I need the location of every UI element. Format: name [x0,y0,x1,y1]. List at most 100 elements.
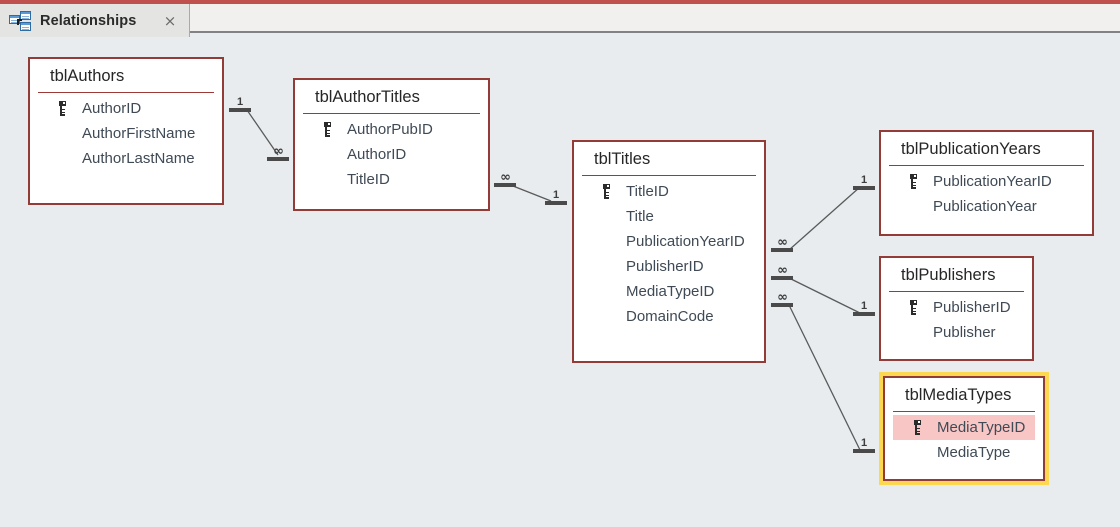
cardinality-label: 1 [552,189,560,201]
table-field[interactable]: MediaTypeID [574,279,764,304]
cardinality-label: ∞ [777,263,788,278]
cardinality-label: ∞ [273,144,284,159]
primary-key-icon [323,122,332,137]
cardinality-one-marker: 1 [229,97,251,112]
tab-label: Relationships [40,12,137,29]
table-field-label: AuthorLastName [82,150,195,167]
tab-relationships[interactable]: Relationships × [0,4,190,37]
table-field-label: MediaType [937,444,1011,461]
top-accent-bar [0,0,1120,4]
table-field-label: AuthorID [82,100,142,117]
table-field-list: PublicationYearID PublicationYear [881,166,1092,219]
primary-key-icon [909,300,918,315]
table-title: tblPublicationYears [901,140,1041,158]
table-field[interactable]: PublisherID [881,295,1032,320]
cardinality-many-marker: ∞ [494,171,516,187]
cardinality-stub [267,157,289,161]
cardinality-stub [771,303,793,307]
table-header-divider [303,113,480,114]
table-title: tblPublishers [901,266,996,284]
table-field[interactable]: DomainCode [574,304,764,329]
table-field[interactable]: AuthorID [295,142,488,167]
cardinality-many-marker: ∞ [771,263,793,280]
table-field[interactable]: PublicationYear [881,194,1092,219]
table-field[interactable]: TitleID [574,179,764,204]
table-field[interactable]: PublisherID [574,254,764,279]
close-icon[interactable]: × [163,11,177,30]
table-field-label: PublisherID [626,258,704,275]
cardinality-label: 1 [236,96,244,108]
cardinality-stub [771,248,793,252]
table-field[interactable]: Title [574,204,764,229]
table-field-label: Publisher [933,324,996,341]
table-title: tblMediaTypes [905,386,1012,404]
relationships-icon [9,10,31,31]
cardinality-stub [545,201,567,205]
table-field[interactable]: PublicationYearID [574,229,764,254]
table-field[interactable]: AuthorID [30,96,222,121]
primary-key-icon [602,184,611,199]
cardinality-stub [853,449,875,453]
table-field-list: PublisherID Publisher [881,292,1032,345]
primary-key-icon [909,174,918,189]
table-field-label: TitleID [626,183,669,200]
table-field[interactable]: AuthorPubID [295,117,488,142]
table-field[interactable]: MediaType [885,440,1043,465]
table-field[interactable]: AuthorFirstName [30,121,222,146]
relationship-line[interactable] [788,277,861,314]
table-header-divider [889,165,1084,166]
cardinality-many-marker: ∞ [267,144,289,161]
table-field-label: PublisherID [933,299,1011,316]
table-field[interactable]: PublicationYearID [881,169,1092,194]
table-field-label: PublicationYearID [626,233,745,250]
table-field-list: MediaTypeID MediaType [885,412,1043,465]
cardinality-label: ∞ [777,290,788,305]
tab-strip: Relationships × [0,4,1120,37]
cardinality-label: ∞ [777,235,788,250]
cardinality-many-marker: ∞ [771,290,793,307]
cardinality-one-marker: 1 [853,438,875,453]
cardinality-stub [229,108,251,112]
table-field-label: MediaTypeID [937,419,1026,436]
cardinality-stub [771,276,793,280]
cardinality-stub [494,183,516,187]
cardinality-stub [853,186,875,190]
table-field-label: AuthorFirstName [82,125,196,142]
table-header-divider [582,175,756,176]
cardinality-label: 1 [860,300,868,312]
relationship-line[interactable] [788,304,861,451]
cardinality-stub [853,312,875,316]
table-header-divider [38,92,214,93]
table-field[interactable]: Publisher [881,320,1032,345]
table-field[interactable]: MediaTypeID [893,415,1035,440]
table-field-label: DomainCode [626,308,714,325]
table-title: tblTitles [594,150,651,168]
table-header-divider [889,291,1024,292]
primary-key-icon [58,101,67,116]
table-field-label: PublicationYearID [933,173,1052,190]
table-field-label: PublicationYear [933,198,1037,215]
table-title: tblAuthorTitles [315,88,420,106]
table-field-label: AuthorPubID [347,121,433,138]
cardinality-label: 1 [860,437,868,449]
relationship-line[interactable] [788,186,861,251]
table-field-label: MediaTypeID [626,283,715,300]
table-field[interactable]: AuthorLastName [30,146,222,171]
table-field[interactable]: TitleID [295,167,488,192]
table-header-divider [893,411,1035,412]
